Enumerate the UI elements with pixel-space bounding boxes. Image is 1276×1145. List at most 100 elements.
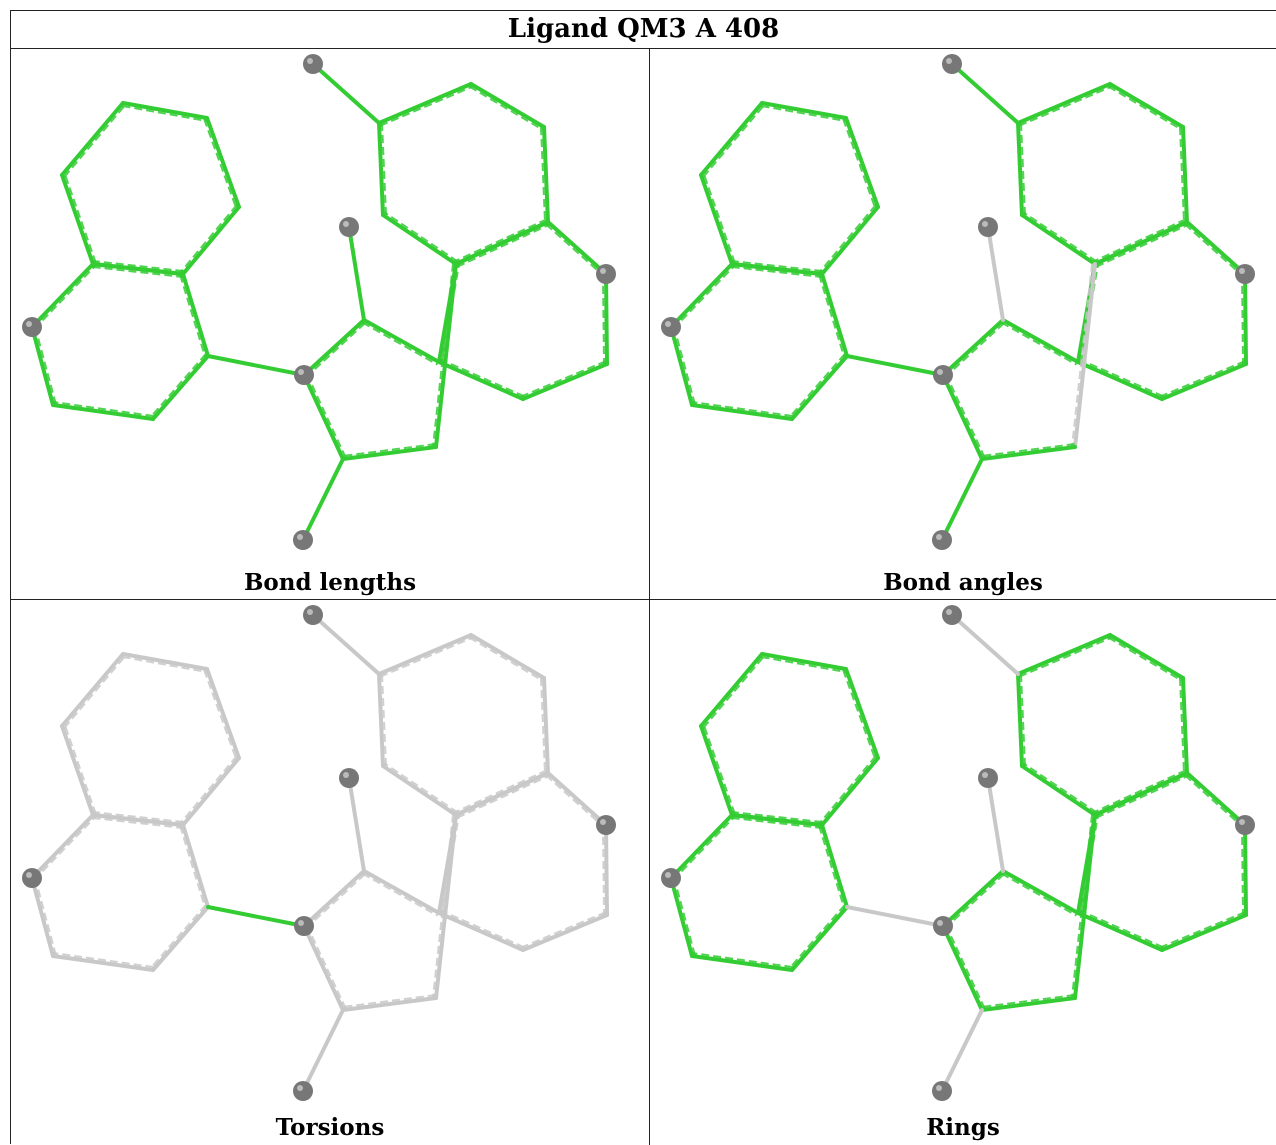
bond-n10-n9 <box>151 354 210 421</box>
bond-n7-n5 <box>669 813 734 880</box>
bond-dash-q3-q4 <box>540 127 547 223</box>
bond-dash-n4-n10 <box>818 274 846 358</box>
bond-dash-n2-n3 <box>203 118 238 209</box>
bond-dash-n9-n8 <box>692 952 793 969</box>
bond-p3-p4 <box>980 996 1077 1012</box>
bond-n9-n8 <box>690 403 794 421</box>
bond-dash-n10-n9 <box>149 904 207 969</box>
bond-n4-n10 <box>181 823 210 909</box>
bond-p2-me1 <box>986 776 1005 873</box>
bond-q5-q4 <box>1093 771 1189 817</box>
bond-n5-n6 <box>60 173 95 266</box>
bond-n6-n1 <box>60 101 125 177</box>
bond-dash-n2-n3 <box>203 669 238 760</box>
figure-frame: Ligand QM3 A 408 Bond lengths Bond angle… <box>10 10 1276 1145</box>
bond-dash-q7-q8 <box>1241 274 1245 365</box>
atom-highlight-q7 <box>1239 819 1245 825</box>
bond-n5-n6 <box>60 724 95 817</box>
bond-p2-me1 <box>347 225 366 322</box>
bond-dash-p2-q10 <box>362 321 439 366</box>
bond-q6-q1 <box>377 121 385 217</box>
bond-dash-n3-n4 <box>818 755 877 824</box>
bond-dash-q1-q2 <box>1018 85 1112 127</box>
bond-dash-q8-q9 <box>1160 911 1246 949</box>
bond-q9-q10 <box>1076 360 1164 401</box>
atom-me3 <box>942 605 962 625</box>
bond-n10-n9 <box>790 354 849 421</box>
bond-dash-q9-q10 <box>439 909 525 949</box>
bond-dash-q5-q6 <box>384 762 459 814</box>
bond-p1-p2 <box>302 869 366 928</box>
bond-n10-p1 <box>845 354 945 377</box>
bond-q8-q9 <box>1160 913 1248 952</box>
bond-q4-q7 <box>1185 771 1247 827</box>
caption-bond-angles: Bond angles <box>883 569 1043 596</box>
bond-dash-q7-q8 <box>602 274 606 365</box>
bond-dash-n1-n2 <box>761 104 846 122</box>
bond-n8-n7 <box>669 325 694 407</box>
bond-n2-n3 <box>205 667 241 760</box>
bond-dash-n2-n3 <box>842 118 877 209</box>
bond-p4-me2 <box>940 457 984 542</box>
bond-q8-q9 <box>1160 362 1248 401</box>
atom-highlight-me3 <box>307 609 313 615</box>
bond-n3-n4 <box>181 756 241 827</box>
bond-n2-n3 <box>205 116 241 209</box>
bond-dash-n3-n4 <box>179 755 238 824</box>
bond-n3-n4 <box>820 205 880 276</box>
bond-dash-n1-n2 <box>761 655 846 673</box>
atom-highlight-me2 <box>297 1085 303 1091</box>
bond-dash-n2-n3 <box>842 669 877 760</box>
bond-p2-q10 <box>1001 869 1080 915</box>
bond-dash-n4-n10 <box>818 825 846 909</box>
bond-dash-n3-n4 <box>179 204 238 273</box>
atom-highlight-me2 <box>297 534 303 540</box>
bond-n9-n8 <box>51 954 155 972</box>
bond-q1-q2 <box>1016 82 1112 125</box>
bond-dash-q6-q1 <box>1019 673 1026 766</box>
bond-dash-q4-q7 <box>545 774 605 828</box>
bond-dash-n4-n10 <box>179 825 207 909</box>
bond-q5-q6 <box>381 764 458 817</box>
bond-q9-q10 <box>437 911 525 952</box>
bond-q1-q2 <box>377 633 473 676</box>
bond-dash-n5-n4 <box>731 265 822 278</box>
bond-q1-me3 <box>950 613 1020 676</box>
bond-q1-q2 <box>377 82 473 125</box>
bond-p4-me2 <box>940 1008 984 1093</box>
bond-n2-n3 <box>844 667 880 760</box>
bond-dash-q2-q3 <box>1107 85 1182 131</box>
bond-dash-n8-n7 <box>672 876 696 956</box>
atom-highlight-p1 <box>298 920 304 926</box>
bond-q1-me3 <box>950 62 1020 125</box>
bond-dash-n10-n9 <box>788 904 846 969</box>
caption-rings: Rings <box>926 1114 1000 1141</box>
bond-dash-n6-n1 <box>702 104 766 178</box>
bond-dash-n10-n9 <box>149 353 207 418</box>
molecule-bond-lengths <box>22 54 616 550</box>
bond-p4-p1 <box>302 373 345 461</box>
bond-n10-p1 <box>206 354 306 377</box>
bond-p2-q10 <box>1001 318 1080 364</box>
bond-dash-p1-p2 <box>305 321 367 378</box>
bond-dash-p4-p1 <box>305 924 347 1010</box>
bond-p4-p1 <box>302 924 345 1012</box>
bond-dash-q5-q4 <box>456 774 550 819</box>
bond-dash-n6-n1 <box>702 655 766 729</box>
bond-dash-q5-p3 <box>432 263 455 447</box>
atom-highlight-n7 <box>665 321 671 327</box>
bond-dash-n3-n4 <box>818 204 877 273</box>
bond-dash-p4-p1 <box>305 373 347 459</box>
atom-highlight-q7 <box>600 268 606 274</box>
atom-highlight-p1 <box>937 920 943 926</box>
bond-dash-q6-q1 <box>1019 122 1026 215</box>
bond-dash-n4-n5 <box>732 260 823 273</box>
bond-dash-p2-q10 <box>1001 321 1078 366</box>
bond-dash-n5-n4 <box>92 816 183 829</box>
bond-dash-q5-q6 <box>1023 762 1098 814</box>
bond-dash-q1-q2 <box>379 636 473 678</box>
bond-n5-n6 <box>699 173 734 266</box>
caption-bond-lengths: Bond lengths <box>243 569 417 596</box>
bond-dash-n8-n7 <box>33 325 57 405</box>
atom-p1 <box>294 916 314 936</box>
